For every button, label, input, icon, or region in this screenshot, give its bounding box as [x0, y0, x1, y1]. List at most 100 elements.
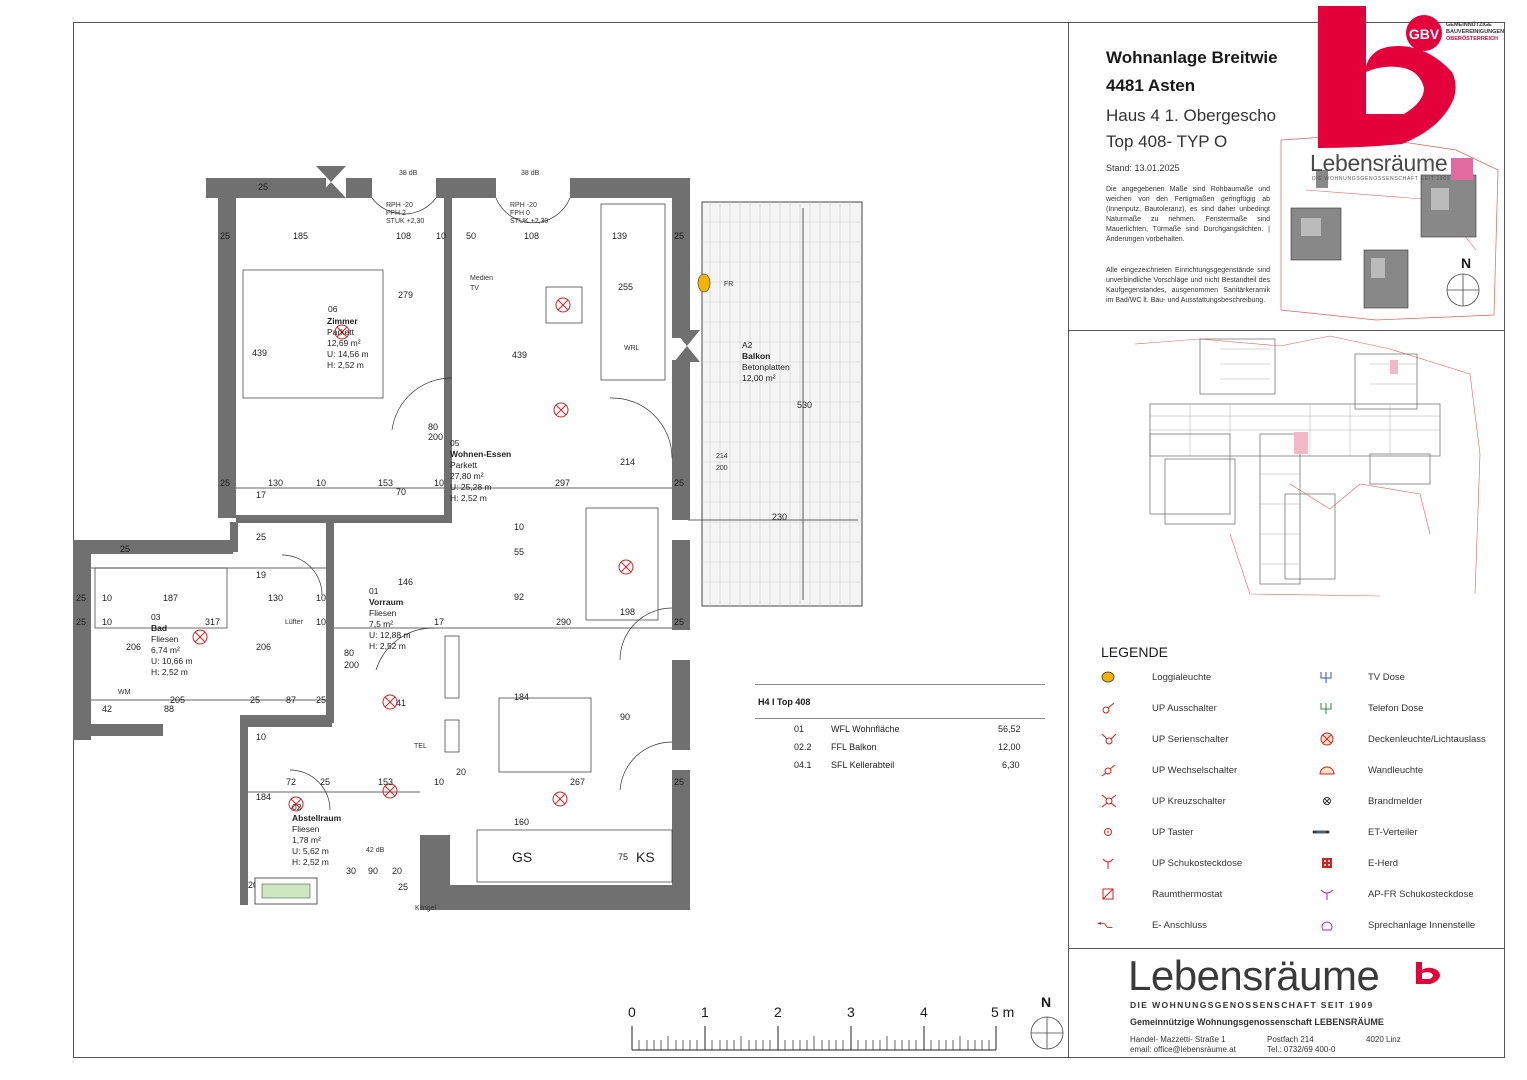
footer-email: email: office@lebensräume.at	[1130, 1045, 1236, 1054]
tv-label: TV	[470, 285, 479, 292]
tech-label: FPH 0	[510, 210, 530, 217]
floor-plan: 25 185 108 10 50 108 139 25 25 279 439 4…	[73, 166, 863, 912]
key-plan	[1134, 335, 1481, 597]
surface-socket-icon	[1320, 889, 1334, 900]
dim: 25	[258, 182, 268, 192]
room-height: H: 2,52 m	[292, 857, 329, 867]
dim: 72	[286, 777, 296, 787]
dim: 184	[514, 692, 529, 702]
dim: 10	[434, 478, 444, 488]
legend-label: Raumthermostat	[1152, 889, 1223, 900]
dim: 25	[316, 695, 326, 705]
dim: 108	[524, 231, 539, 241]
dim: 55	[514, 547, 524, 557]
panel-divider	[1068, 330, 1505, 331]
room-height: H: 2,52 m	[369, 641, 406, 651]
changeover-switch-icon	[1101, 764, 1116, 777]
legend-label: Brandmelder	[1368, 796, 1423, 807]
dim: 146	[398, 577, 413, 587]
scale-label: 1	[701, 1004, 709, 1020]
dim: 153	[378, 777, 393, 787]
room-perimeter: U: 25,28 m	[450, 482, 492, 492]
dim: 198	[620, 607, 635, 617]
legend-title: LEGENDE	[1101, 644, 1168, 660]
thermostat-icon	[1102, 888, 1114, 900]
unit-title: Top 408- TYP O	[1106, 132, 1228, 151]
dim: 439	[252, 348, 267, 358]
scale-label: 0	[628, 1004, 636, 1020]
legend-label: UP Serienschalter	[1152, 734, 1229, 745]
room-labels: 06 Zimmer Parkett 12,69 m² U: 14,56 m H:…	[151, 304, 790, 867]
room-height: H: 2,52 m	[151, 667, 188, 677]
area-code: 02.2	[794, 742, 812, 752]
fr-label: FR	[724, 281, 733, 288]
smoke-detector-icon	[1323, 797, 1331, 805]
room-floor: Betonplatten	[742, 362, 790, 372]
dim: 88	[164, 704, 174, 714]
room-area: 6,74 m²	[151, 645, 180, 655]
tech-label: STUK +2,30	[510, 218, 548, 225]
room-height: H: 2,52 m	[327, 360, 364, 370]
appliance-labels: GS KS	[512, 849, 655, 865]
area-table-rule	[755, 684, 1045, 685]
dim: 230	[772, 512, 787, 522]
room-perimeter: U: 12,88 m	[369, 630, 411, 640]
area-value: 12,00	[998, 742, 1021, 752]
plan-small-labels: 38 dB 38 dB RPH -20 FPH 2 STUK +2,30 RPH…	[118, 170, 733, 912]
room-area: 7,5 m²	[369, 619, 393, 629]
dim: 25	[320, 777, 330, 787]
dim: 10	[514, 522, 524, 532]
legend-label: Wandleuchte	[1368, 765, 1424, 776]
dim: 17	[434, 617, 444, 627]
scale-label: 3	[847, 1004, 855, 1020]
dim: 290	[556, 617, 571, 627]
dim: 87	[286, 695, 296, 705]
tv-socket-icon	[1320, 672, 1332, 683]
dim: 206	[126, 642, 141, 652]
area-code: 04.1	[794, 760, 812, 770]
dim: 439	[512, 350, 527, 360]
lebensraeume-logo-icon	[1318, 6, 1456, 148]
tech-label: WRL	[624, 345, 640, 352]
room-perimeter: U: 14,56 m	[327, 349, 369, 359]
switch-icon	[1102, 702, 1115, 714]
scale-label: 5 m	[991, 1004, 1015, 1020]
dim: 90	[620, 712, 630, 722]
plan-date: Stand: 13.01.2025	[1106, 163, 1180, 173]
room-name: Bad	[151, 623, 167, 633]
loggia-light-icon	[1101, 671, 1115, 683]
footer-street: Handel- Mazzetti- Straße 1	[1130, 1035, 1226, 1044]
room-number: 01	[369, 586, 379, 596]
dim: 200	[428, 432, 443, 442]
acoustic-label: 42 dB	[366, 847, 385, 854]
dim: 200	[344, 660, 359, 670]
room-height: H: 2,52 m	[450, 493, 487, 503]
dim: 10	[256, 732, 266, 742]
legend-label: Sprechanlage Innenstelle	[1368, 920, 1476, 931]
gbv-line: GEMEINNÜTZIGE	[1446, 22, 1492, 28]
window-markers	[316, 166, 700, 362]
room-name: Balkon	[742, 351, 770, 361]
legend-label: E-Herd	[1368, 858, 1399, 869]
dim: 25	[76, 617, 86, 627]
series-switch-icon	[1101, 733, 1117, 745]
footer-org: Gemeinnützige Wohnungsgenossenschaft LEB…	[1130, 1017, 1384, 1027]
dim: 42	[102, 704, 112, 714]
dim: 205	[170, 695, 185, 705]
dim: 25	[256, 532, 266, 542]
legend-label: UP Taster	[1152, 827, 1194, 838]
room-floor: Fliesen	[292, 824, 320, 834]
room-name: Zimmer	[327, 316, 358, 326]
legend-label: UP Wechselschalter	[1152, 765, 1238, 776]
phone-socket-icon	[1320, 703, 1332, 714]
footer-logo-icon	[1416, 962, 1440, 984]
dim: 187	[163, 593, 178, 603]
area-table-rule	[755, 718, 1045, 719]
legend-label: UP Ausschalter	[1152, 703, 1217, 714]
dim: 130	[268, 593, 283, 603]
plan-north-label: N	[1041, 994, 1052, 1010]
dim: 267	[570, 777, 585, 787]
balcony-light	[697, 273, 711, 293]
socket-icon	[1102, 858, 1114, 869]
tech-label: FPH 2	[386, 210, 406, 217]
